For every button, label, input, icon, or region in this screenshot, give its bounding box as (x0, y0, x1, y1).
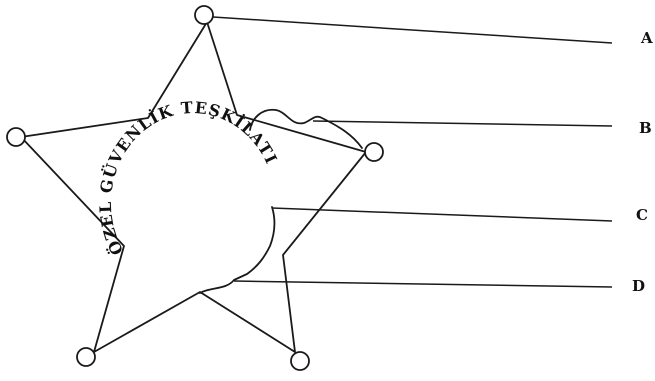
callout-line-b (313, 121, 612, 126)
star-tip-ball-left (7, 128, 25, 146)
star-tip-ball-right (365, 143, 383, 161)
label-d: D (632, 277, 645, 295)
star-tip-ball-top (195, 6, 213, 24)
callout-line-c (272, 208, 612, 221)
star-tip-ball-bottom-left (77, 348, 95, 366)
label-c: C (636, 206, 648, 224)
label-b: B (639, 119, 652, 137)
inner-boundary (200, 207, 274, 293)
label-a: A (640, 29, 653, 47)
callout-line-d (234, 281, 612, 287)
star-tip-ball-bottom-right (291, 352, 309, 370)
star-outline (21, 22, 366, 352)
callout-line-a (213, 17, 612, 43)
